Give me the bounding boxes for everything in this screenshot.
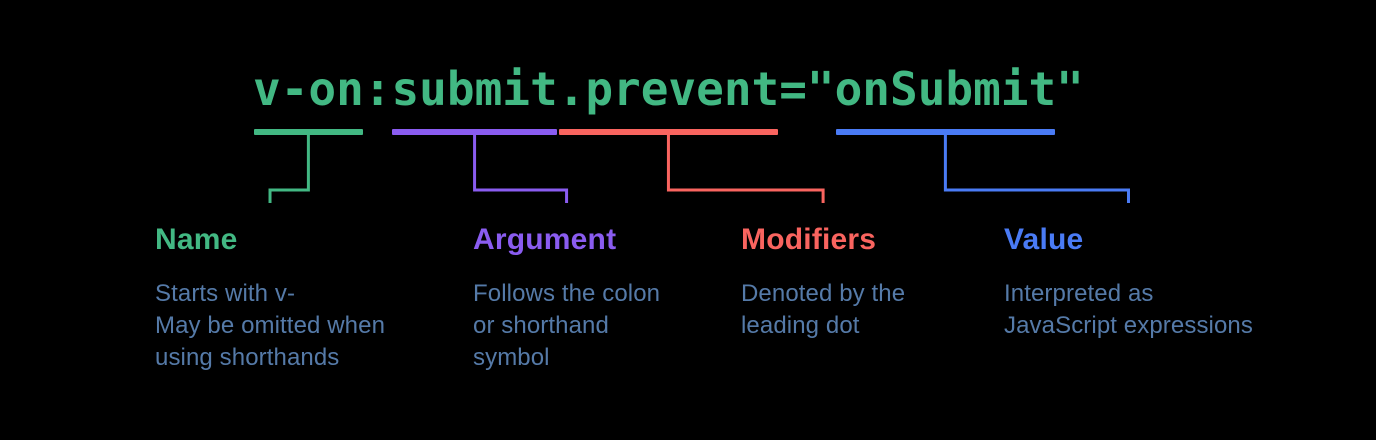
legend-name: Name Starts with v- May be omitted when …	[155, 222, 385, 374]
name-connector-line	[268, 135, 310, 203]
value-underline	[835, 129, 1056, 135]
legend-argument-description: Follows the colon or shorthand symbol	[473, 280, 661, 371]
modifiers-underline	[558, 129, 779, 135]
legend-name-description: Starts with v- May be omitted when using…	[155, 280, 386, 371]
code-argument: submit	[391, 66, 558, 135]
legend-modifiers-title: Modifiers	[741, 223, 877, 256]
argument-underline	[392, 129, 557, 135]
code-colon: :	[364, 66, 392, 112]
code-argument-text: submit	[391, 62, 558, 116]
legend-value-description: Interpreted as JavaScript expressions	[1004, 280, 1253, 339]
legend-value: Value Interpreted as JavaScript expressi…	[1004, 222, 1253, 342]
code-modifiers: .prevent	[558, 66, 779, 135]
legend-argument-title: Argument	[473, 223, 617, 256]
code-value: onSubmit	[835, 66, 1056, 135]
code-closing-quote-text: "	[1056, 62, 1084, 116]
code-line: v-on:submit.prevent="onSubmit"	[253, 66, 1084, 135]
legend-modifiers: Modifiers Denoted by the leading dot	[741, 222, 905, 342]
legend-value-title: Value	[1004, 223, 1084, 256]
code-directive-name: v-on	[253, 66, 364, 135]
code-equals-quote-text: ="	[779, 62, 835, 116]
argument-connector-line	[473, 135, 569, 203]
code-modifiers-text: .prevent	[557, 62, 780, 116]
legend-name-title: Name	[155, 223, 238, 256]
value-connector-line	[943, 135, 1130, 203]
modifiers-connector-line	[666, 135, 825, 203]
code-equals-quote: ="	[779, 66, 834, 112]
legend-argument: Argument Follows the colon or shorthand …	[473, 222, 660, 374]
code-value-text: onSubmit	[834, 62, 1057, 116]
code-closing-quote: "	[1056, 66, 1084, 112]
name-underline	[254, 129, 363, 135]
legend-modifiers-description: Denoted by the leading dot	[741, 280, 906, 339]
code-colon-text: :	[363, 62, 392, 116]
code-directive-name-text: v-on	[253, 62, 364, 116]
